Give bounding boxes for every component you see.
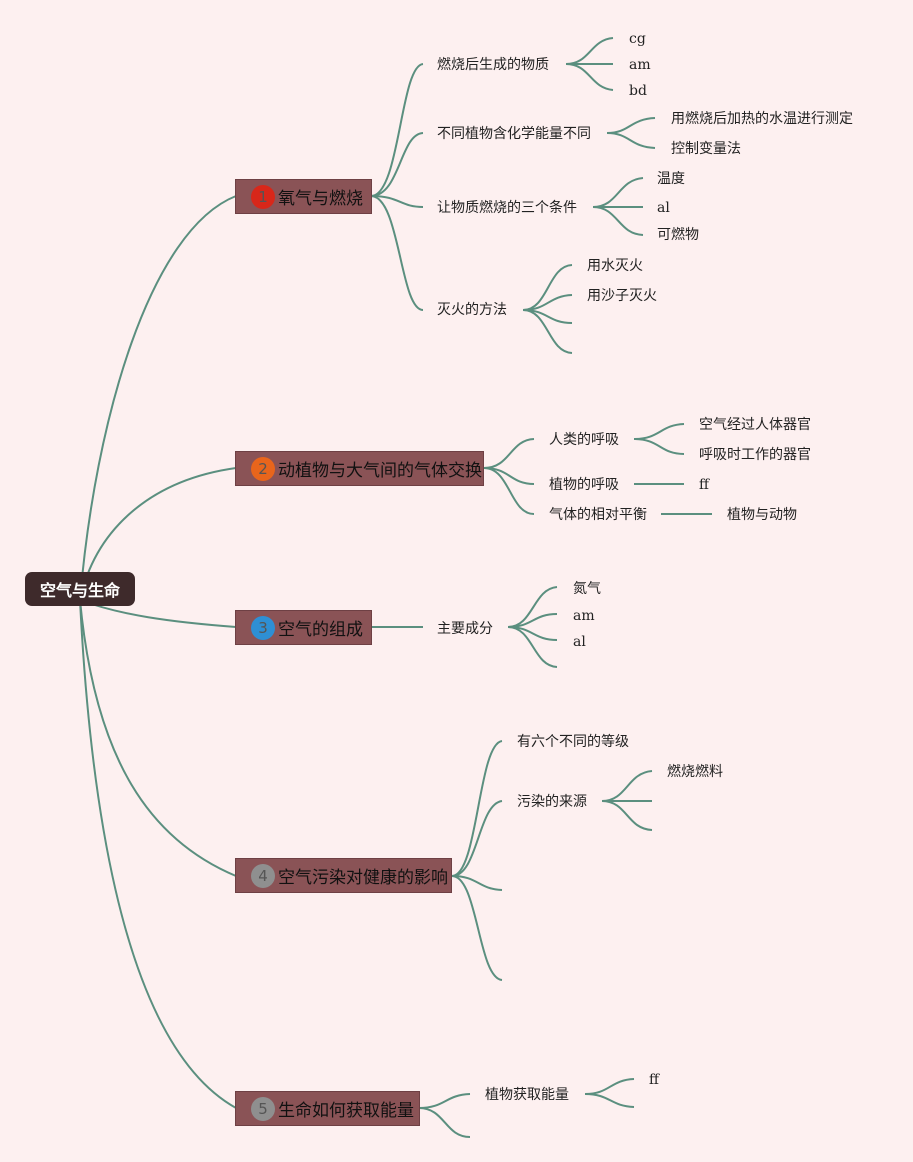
branch-topic-air-pollution[interactable]: 4 空气污染对健康的影响 (235, 858, 452, 893)
leaf-topic[interactable]: 用燃烧后加热的水温进行测定 (671, 111, 853, 127)
number-badge-2: 2 (251, 456, 275, 481)
leaf-topic[interactable]: 植物与动物 (727, 507, 797, 523)
branch-label: 生命如何获取能量 (278, 1101, 414, 1121)
connector (601, 770, 653, 802)
leaf-topic[interactable]: 用水灭火 (587, 258, 643, 274)
connector (370, 195, 424, 311)
branch-topic-life-energy[interactable]: 5 生命如何获取能量 (235, 1091, 420, 1126)
subtopic[interactable]: 有六个不同的等级 (517, 734, 629, 750)
connector (606, 132, 656, 149)
number-badge-4: 4 (251, 863, 275, 888)
leaf-topic[interactable]: 空气经过人体器官 (699, 417, 811, 433)
leaf-topic[interactable]: 温度 (657, 171, 685, 187)
leaf-topic[interactable]: 控制变量法 (671, 141, 741, 157)
connector (418, 1093, 471, 1109)
subtopic[interactable]: 不同植物含化学能量不同 (437, 126, 591, 142)
connector (483, 438, 535, 469)
branch-topic-oxygen-combustion[interactable]: 1 氧气与燃烧 (235, 179, 372, 214)
leaf-topic[interactable]: 可燃物 (657, 227, 699, 243)
branch-label: 氧气与燃烧 (278, 189, 363, 209)
branch-label: 空气污染对健康的影响 (278, 868, 448, 888)
leaf-topic[interactable]: ff (699, 477, 709, 493)
root-topic[interactable]: 空气与生命 (25, 572, 135, 606)
leaf-topic[interactable]: 呼吸时工作的器官 (699, 447, 811, 463)
subtopic[interactable]: 主要成分 (437, 621, 493, 637)
subtopic[interactable]: 气体的相对平衡 (549, 507, 647, 523)
connector (633, 423, 685, 440)
subtopic[interactable]: 灭火的方法 (437, 302, 507, 318)
connector (451, 875, 503, 891)
connector (507, 626, 558, 668)
connector (592, 177, 644, 208)
connector (451, 740, 503, 877)
branch-topic-gas-exchange[interactable]: 2 动植物与大气间的气体交换 (235, 451, 484, 486)
connector (451, 800, 503, 877)
connector (584, 1078, 635, 1095)
leaf-topic[interactable]: 氮气 (573, 581, 601, 597)
subtopic[interactable]: 让物质燃烧的三个条件 (437, 200, 577, 216)
leaf-topic[interactable]: ff (649, 1072, 659, 1088)
connector (606, 117, 656, 134)
connector (601, 800, 653, 831)
connector (79, 599, 237, 1109)
leaf-topic[interactable]: 用沙子灭火 (587, 288, 657, 304)
leaf-topic[interactable]: am (629, 57, 651, 73)
leaf-topic[interactable]: cg (629, 31, 646, 47)
connector (370, 63, 424, 197)
branch-label: 空气的组成 (278, 620, 363, 640)
connector (522, 309, 573, 354)
connector (592, 206, 644, 236)
leaf-topic[interactable]: 燃烧燃料 (667, 764, 723, 780)
leaf-topic[interactable]: bd (629, 83, 647, 99)
subtopic[interactable]: 植物的呼吸 (549, 477, 619, 493)
connector (451, 875, 503, 981)
subtopic[interactable]: 燃烧后生成的物质 (437, 57, 549, 73)
connector (79, 195, 237, 601)
connector (565, 37, 614, 65)
leaf-topic[interactable]: am (573, 608, 595, 624)
leaf-topic[interactable]: al (657, 200, 670, 216)
subtopic[interactable]: 人类的呼吸 (549, 432, 619, 448)
connector (370, 195, 424, 208)
connector (633, 438, 685, 455)
branch-topic-air-composition[interactable]: 3 空气的组成 (235, 610, 372, 645)
branch-label: 动植物与大气间的气体交换 (278, 461, 482, 481)
connector (565, 63, 614, 91)
subtopic[interactable]: 污染的来源 (517, 794, 587, 810)
number-badge-3: 3 (251, 615, 275, 640)
connector (370, 132, 424, 197)
connector (584, 1093, 635, 1108)
connector (483, 467, 535, 515)
connector (79, 599, 237, 877)
number-badge-1: 1 (251, 184, 275, 209)
leaf-topic[interactable]: al (573, 634, 586, 650)
connector (418, 1107, 471, 1138)
number-badge-5: 5 (251, 1096, 275, 1121)
subtopic[interactable]: 植物获取能量 (485, 1087, 569, 1103)
